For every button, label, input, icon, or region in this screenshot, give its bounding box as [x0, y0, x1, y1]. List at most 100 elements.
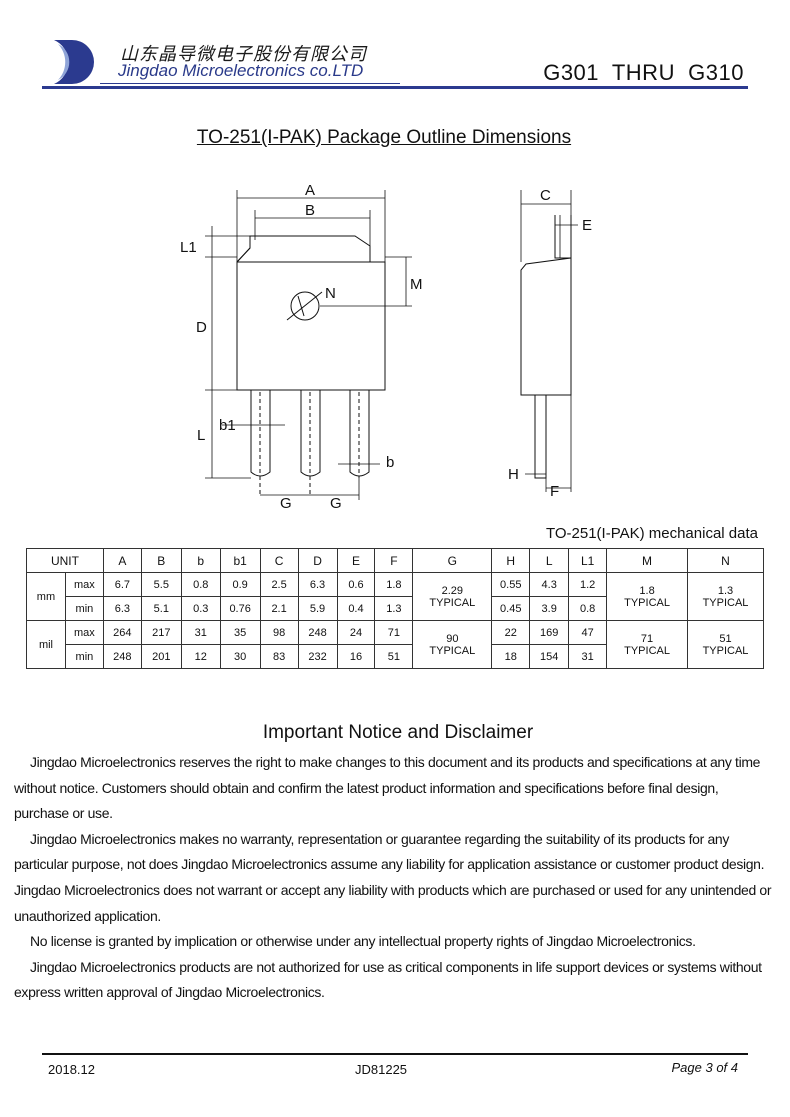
notice-paragraph: Jingdao Microelectronics reserves the ri… [14, 754, 761, 822]
value-cell: 0.3 [180, 596, 221, 621]
header-cell-b: b [180, 548, 221, 573]
value-cell: 1.8 [374, 572, 414, 597]
value-cell: 31 [568, 644, 608, 669]
value-cell: 24 [336, 620, 376, 645]
company-name-cn: 山东晶导微电子股份有限公司 [120, 44, 367, 64]
header-cell-n: N [687, 548, 764, 573]
value-cell: 0.6 [336, 572, 376, 597]
value-cell: 83 [259, 644, 299, 669]
page-title: TO-251(I-PAK) Package Outline Dimensions [196, 127, 572, 148]
value-cell: 0.8 [180, 572, 221, 597]
dim-label-l1: L1 [180, 239, 197, 256]
value-cell: 22 [491, 620, 531, 645]
table-caption: TO-251(I-PAK) mechanical data [545, 525, 758, 542]
value-cell: 5.9 [297, 596, 338, 621]
footer-date: 2018.12 [48, 1062, 95, 1077]
value-cell: 6.3 [297, 572, 338, 597]
dim-label-h: H [508, 466, 519, 483]
value-cell: 47 [568, 620, 608, 645]
unit-cell: mm [26, 572, 66, 621]
value-cell: 264 [102, 620, 142, 645]
value-cell: 2.1 [259, 596, 299, 621]
dim-label-f: F [550, 483, 559, 500]
dim-label-l: L [197, 427, 205, 444]
package-outline-drawing: A B L1 D M N L b1 b G G C E [180, 182, 592, 512]
value-cell: 18 [491, 644, 531, 669]
header-cell-a: A [102, 548, 142, 573]
value-cell: 51 [374, 644, 414, 669]
value-cell: 248 [297, 620, 338, 645]
header-underline [100, 83, 400, 84]
unit-cell: mil [26, 620, 66, 669]
value-cell: 201 [140, 644, 182, 669]
dim-label-n: N [325, 285, 336, 302]
notice-paragraph: Jingdao Microelectronics makes no warran… [14, 830, 772, 924]
header-cell-m: M [606, 548, 688, 573]
header-cell-e: E [336, 548, 376, 573]
header-cell-l: L [529, 548, 570, 573]
value-cell: 98 [259, 620, 299, 645]
row-type-cell: max [64, 572, 104, 597]
value-cell: 0.4 [336, 596, 376, 621]
dim-label-b1: b1 [219, 417, 236, 434]
dim-label-m: M [410, 276, 423, 293]
dim-label-e: E [582, 217, 592, 234]
value-cell: 0.76 [219, 596, 261, 621]
side-view: C E H F [508, 187, 592, 500]
row-type-cell: max [64, 620, 104, 645]
value-cell: 0.45 [491, 596, 531, 621]
dim-label-a: A [305, 182, 315, 199]
value-cell: 31 [180, 620, 221, 645]
header-cell-d: D [297, 548, 338, 573]
value-cell: 154 [529, 644, 570, 669]
value-cell: 30 [219, 644, 261, 669]
dim-label-g-2: G [330, 495, 342, 512]
header-cell-g: G [412, 548, 493, 573]
value-cell: 169 [529, 620, 570, 645]
front-view: A B L1 D M N L b1 b G G [180, 182, 423, 512]
footer-divider [42, 1053, 748, 1055]
dim-label-g-1: G [280, 495, 292, 512]
value-cell: 2.5 [259, 572, 299, 597]
dim-label-b-small: b [386, 454, 394, 471]
value-cell: 248 [102, 644, 142, 669]
header-cell-unit: UNIT [26, 548, 104, 573]
footer-page-number: Page 3 of 4 [671, 1060, 739, 1075]
value-cell: 0.55 [491, 572, 531, 597]
value-cell: 16 [336, 644, 376, 669]
dim-label-d: D [196, 319, 207, 336]
dim-label-b: B [305, 202, 315, 219]
value-cell: 4.3 [529, 572, 570, 597]
company-logo [54, 40, 94, 84]
notice-paragraph: Jingdao Microelectronics products are no… [14, 958, 762, 1001]
notice-paragraph: No license is granted by implication or … [30, 933, 696, 950]
value-cell: 217 [140, 620, 182, 645]
value-cell: 5.5 [140, 572, 182, 597]
header-cell-b1: b1 [219, 548, 261, 573]
header-cell-f: F [374, 548, 414, 573]
value-cell: 3.9 [529, 596, 570, 621]
part-range: G301 THRU G310 [543, 60, 744, 85]
row-type-cell: min [64, 596, 104, 621]
header-divider [42, 86, 748, 89]
value-cell: 0.9 [219, 572, 261, 597]
value-cell: 6.3 [102, 596, 142, 621]
notice-title: Important Notice and Disclaimer [262, 722, 534, 743]
value-cell: 1.3 [374, 596, 414, 621]
header-cell-l1: L1 [568, 548, 608, 573]
value-cell: 0.8 [568, 596, 608, 621]
value-cell: 35 [219, 620, 261, 645]
value-cell: 232 [297, 644, 338, 669]
value-cell: 71 [374, 620, 414, 645]
header-cell-c: C [259, 548, 299, 573]
